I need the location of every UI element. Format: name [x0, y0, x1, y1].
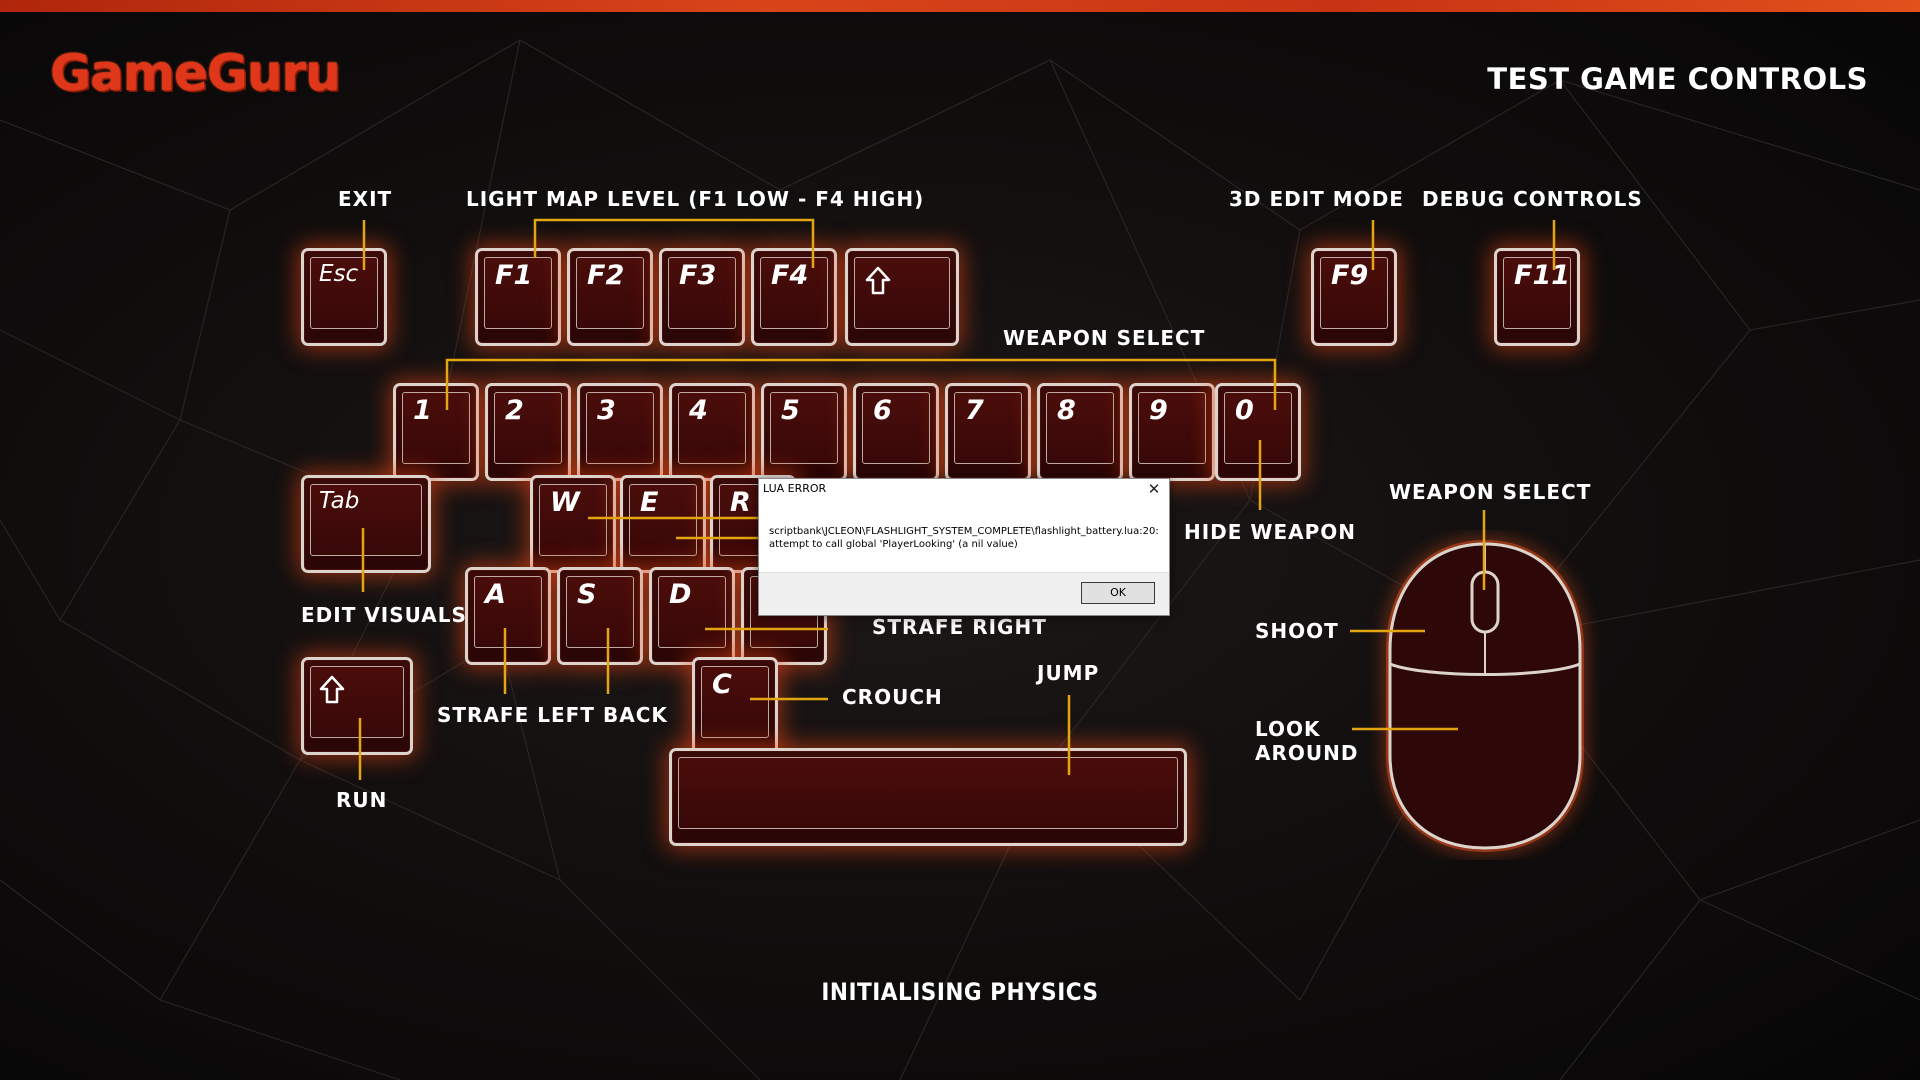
key-5: 5 — [761, 383, 847, 481]
label-debug-controls: DEBUG CONTROLS — [1422, 187, 1643, 211]
key-f9-label: F9 — [1331, 260, 1369, 291]
key-f9: F9 — [1311, 248, 1397, 346]
shift-arrow-icon — [319, 675, 345, 704]
gameguru-logo: GameGuru — [50, 44, 341, 102]
label-back: BACK — [603, 703, 668, 727]
key-shift-top — [845, 248, 959, 346]
shift-arrow-icon — [865, 266, 891, 295]
key-f3: F3 — [659, 248, 745, 346]
key-c-label: C — [712, 669, 732, 700]
label-look: LOOK — [1255, 717, 1321, 741]
key-9-label: 9 — [1149, 395, 1168, 426]
key-s-label: S — [577, 579, 597, 610]
label-strafe-right: STRAFE RIGHT — [872, 615, 1047, 639]
key-s: S — [557, 567, 643, 665]
dialog-title: LUA ERROR — [763, 482, 827, 495]
lua-error-dialog: LUA ERROR ✕ scriptbank\JCLEON\FLASHLIGHT… — [758, 478, 1170, 616]
label-jump: JUMP — [1037, 661, 1100, 685]
key-f3-label: F3 — [679, 260, 717, 291]
key-f1-label: F1 — [495, 260, 533, 291]
ok-button[interactable]: OK — [1081, 582, 1155, 604]
key-f2-label: F2 — [587, 260, 625, 291]
label-light-map: LIGHT MAP LEVEL (F1 LOW - F4 HIGH) — [466, 187, 925, 211]
key-3: 3 — [577, 383, 663, 481]
key-9: 9 — [1129, 383, 1215, 481]
key-5-label: 5 — [781, 395, 800, 426]
key-2-label: 2 — [505, 395, 524, 426]
label-weapon-select-mouse: WEAPON SELECT — [1389, 480, 1592, 504]
key-1: 1 — [393, 383, 479, 481]
key-4-label: 4 — [689, 395, 708, 426]
label-3d-edit-mode: 3D EDIT MODE — [1229, 187, 1404, 211]
key-8: 8 — [1037, 383, 1123, 481]
label-weapon-select-keys: WEAPON SELECT — [1003, 326, 1206, 350]
label-crouch: CROUCH — [842, 685, 943, 709]
key-shift-run — [301, 657, 413, 755]
key-esc: Esc — [301, 248, 387, 346]
key-r-label: R — [730, 487, 751, 518]
key-a-label: A — [485, 579, 506, 610]
key-f11: F11 — [1494, 248, 1580, 346]
key-f2: F2 — [567, 248, 653, 346]
label-strafe-left: STRAFE LEFT — [437, 703, 595, 727]
key-tab: Tab — [301, 475, 431, 573]
dialog-message: scriptbank\JCLEON\FLASHLIGHT_SYSTEM_COMP… — [769, 526, 1159, 550]
label-run: RUN — [336, 788, 388, 812]
label-around: AROUND — [1255, 741, 1359, 765]
key-esc-label: Esc — [319, 261, 359, 287]
key-space — [669, 748, 1187, 846]
key-0-label: 0 — [1235, 395, 1254, 426]
key-f1: F1 — [475, 248, 561, 346]
label-hide-weapon: HIDE WEAPON — [1184, 520, 1357, 544]
key-4: 4 — [669, 383, 755, 481]
key-a: A — [465, 567, 551, 665]
key-tab-label: Tab — [319, 488, 360, 514]
key-3-label: 3 — [597, 395, 616, 426]
key-c: C — [692, 657, 778, 755]
key-w-label: W — [550, 487, 580, 518]
key-0: 0 — [1215, 383, 1301, 481]
key-2: 2 — [485, 383, 571, 481]
page-title: TEST GAME CONTROLS — [1487, 62, 1868, 96]
key-e: E — [620, 475, 706, 573]
key-6-label: 6 — [873, 395, 892, 426]
key-7: 7 — [945, 383, 1031, 481]
label-exit: EXIT — [338, 187, 393, 211]
top-accent-bar — [0, 0, 1920, 12]
key-d: D — [649, 567, 735, 665]
key-f4-label: F4 — [771, 260, 809, 291]
key-d-label: D — [669, 579, 692, 610]
key-8-label: 8 — [1057, 395, 1076, 426]
key-6: 6 — [853, 383, 939, 481]
dialog-footer: OK — [759, 572, 1169, 615]
key-f4: F4 — [751, 248, 837, 346]
key-e-label: E — [640, 487, 659, 518]
key-1-label: 1 — [413, 395, 432, 426]
mouse-icon — [1386, 539, 1584, 853]
key-f11-label: F11 — [1514, 260, 1571, 291]
key-w: W — [530, 475, 616, 573]
label-shoot: SHOOT — [1255, 619, 1339, 643]
key-7-label: 7 — [965, 395, 984, 426]
close-icon[interactable]: ✕ — [1147, 480, 1161, 498]
label-edit-visuals: EDIT VISUALS — [301, 603, 467, 627]
loading-status: INITIALISING PHYSICS — [821, 978, 1099, 1006]
